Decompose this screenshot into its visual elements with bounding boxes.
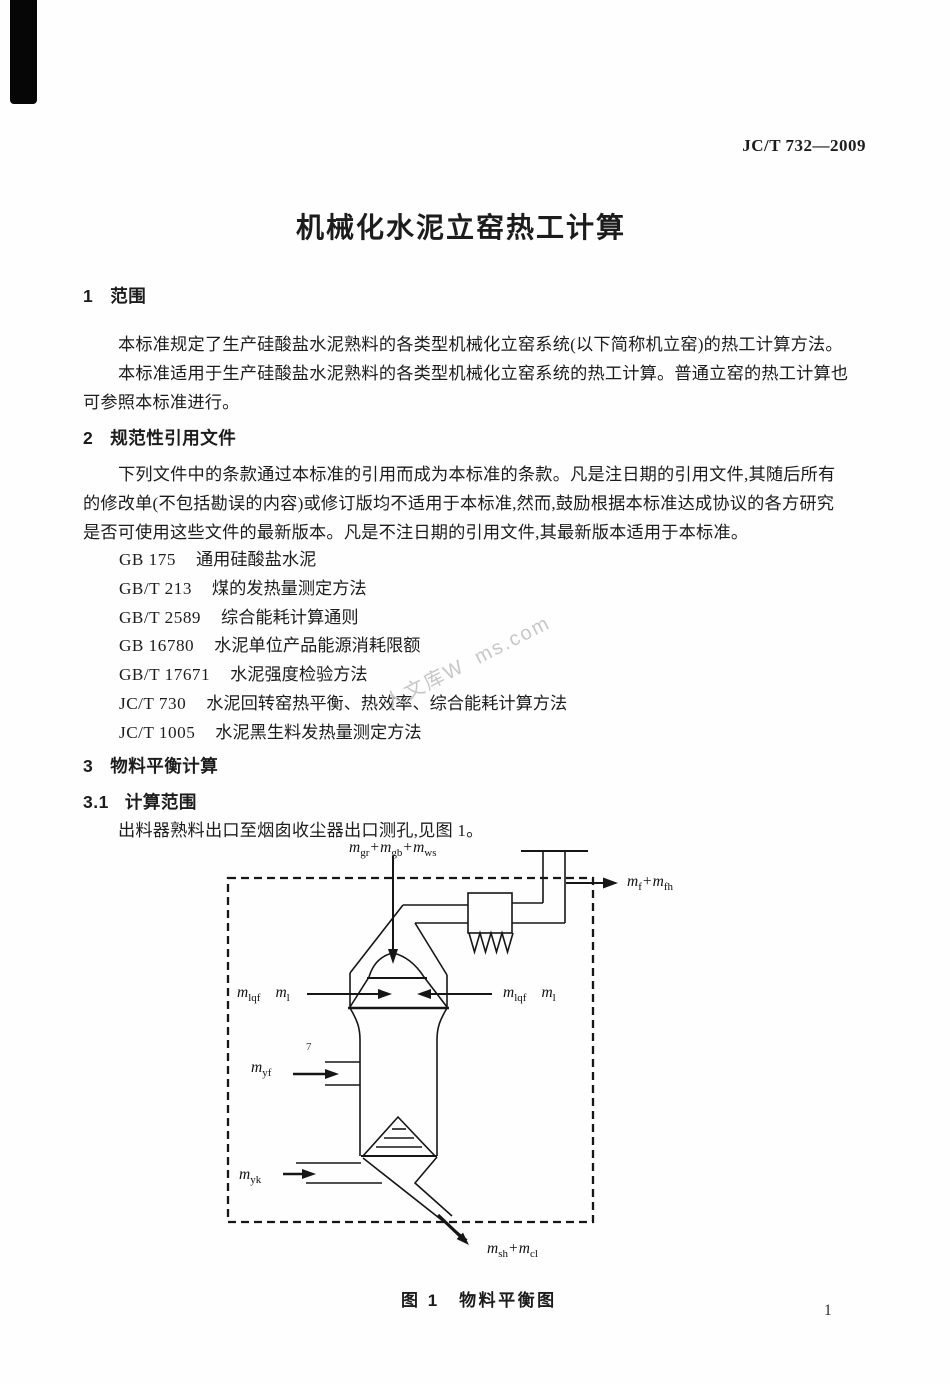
- figure-caption: 图 1 物料平衡图: [401, 1291, 557, 1310]
- reference-item: GB 16780 水泥单位产品能源消耗限额: [119, 632, 567, 661]
- paragraph-line: 本标准规定了生产硅酸盐水泥熟料的各类型机械化立窑系统(以下简称机立窑)的热工计算…: [118, 335, 843, 354]
- reference-item: GB/T 17671 水泥强度检验方法: [119, 661, 567, 690]
- scope-paragraphs: 本标准规定了生产硅酸盐水泥熟料的各类型机械化立窑系统(以下简称机立窑)的热工计算…: [83, 330, 893, 418]
- paragraph-line: 的修改单(不包括勘误的内容)或修订版均不适用于本标准,然而,鼓励根据本标准达成协…: [83, 494, 835, 514]
- section-heading-3: 3 物料平衡计算: [83, 753, 218, 778]
- standard-code: JC/T 732—2009: [742, 136, 866, 155]
- reference-code: GB/T 213: [119, 578, 192, 598]
- section-title: 范围: [110, 286, 147, 306]
- scan-artifact-bar: [10, 0, 37, 104]
- document-title: 机械化水泥立窑热工计算: [295, 212, 626, 243]
- reference-code: JC/T 730: [119, 693, 187, 713]
- reference-code: GB/T 2589: [119, 607, 202, 627]
- reference-code: GB/T 17671: [119, 665, 211, 685]
- reference-item: JC/T 1005 水泥黑生料发热量测定方法: [119, 719, 567, 748]
- reference-title: 通用硅酸盐水泥: [195, 550, 317, 569]
- reference-code: JC/T 1005: [119, 722, 196, 742]
- section-heading-2: 2 规范性引用文件: [83, 425, 236, 450]
- figure-label-kiln-air: myf: [251, 1059, 272, 1080]
- reference-code: GB 175: [119, 550, 176, 569]
- dust-collector-box: [467, 892, 513, 934]
- calculation-scope-paragraph: 出料器熟料出口至烟囱收尘器出口测孔,见图 1。: [83, 816, 893, 845]
- paragraph-line: 是否可使用这些文件的最新版本。凡是不注日期的引用文件,其最新版本适用于本标准。: [83, 523, 749, 543]
- figure-label-kiln-coal: myk: [239, 1166, 262, 1187]
- figure-label-discharge: msh+mcl: [487, 1240, 538, 1261]
- reference-title: 水泥黑生料发热量测定方法: [215, 722, 422, 742]
- section-number: 2: [83, 428, 94, 448]
- section-number: 1: [83, 286, 94, 306]
- normative-reference-paragraphs: 下列文件中的条款通过本标准的引用而成为本标准的条款。凡是注日期的引用文件,其随后…: [83, 460, 893, 548]
- section-heading-1: 1 范围: [83, 283, 146, 308]
- section-title: 计算范围: [124, 792, 197, 812]
- paragraph-line: 可参照本标准进行。: [83, 393, 240, 413]
- reference-title: 煤的发热量测定方法: [211, 578, 367, 598]
- section-number: 3.1: [83, 792, 109, 812]
- section-title: 规范性引用文件: [110, 428, 237, 448]
- paragraph-line: 出料器熟料出口至烟囱收尘器出口测孔,见图 1。: [118, 821, 484, 840]
- figure-label-exhaust: mf+mfh: [627, 873, 673, 894]
- reference-item: GB/T 213 煤的发热量测定方法: [119, 575, 567, 604]
- reference-title: 综合能耗计算通则: [221, 607, 359, 627]
- paragraph-line: 下列文件中的条款通过本标准的引用而成为本标准的条款。凡是注日期的引用文件,其随后…: [118, 465, 836, 484]
- section-title: 物料平衡计算: [110, 756, 219, 776]
- reference-item: GB 175 通用硅酸盐水泥: [119, 546, 567, 575]
- reference-item: JC/T 730 水泥回转窑热平衡、热效率、综合能耗计算方法: [119, 690, 567, 719]
- reference-item: GB/T 2589 综合能耗计算通则: [119, 604, 567, 633]
- section-heading-3-1: 3.1 计算范围: [83, 789, 197, 814]
- stray-mark: 7: [306, 1041, 312, 1053]
- reference-code: GB 16780: [119, 636, 195, 656]
- reference-title: 水泥单位产品能源消耗限额: [214, 636, 421, 656]
- page-number: 1: [824, 1302, 832, 1319]
- paragraph-line: 本标准适用于生产硅酸盐水泥熟料的各类型机械化立窑系统的热工计算。普通立窑的热工计…: [118, 364, 849, 384]
- dust-collector-teeth: [468, 930, 514, 955]
- reference-title: 水泥强度检验方法: [230, 665, 368, 685]
- system-boundary-dashed-box: [226, 876, 595, 1224]
- figure-label-feed: mgr+mgb+mws: [349, 839, 437, 860]
- reference-title: 水泥回转窑热平衡、热效率、综合能耗计算方法: [206, 693, 568, 713]
- section-number: 3: [83, 756, 94, 776]
